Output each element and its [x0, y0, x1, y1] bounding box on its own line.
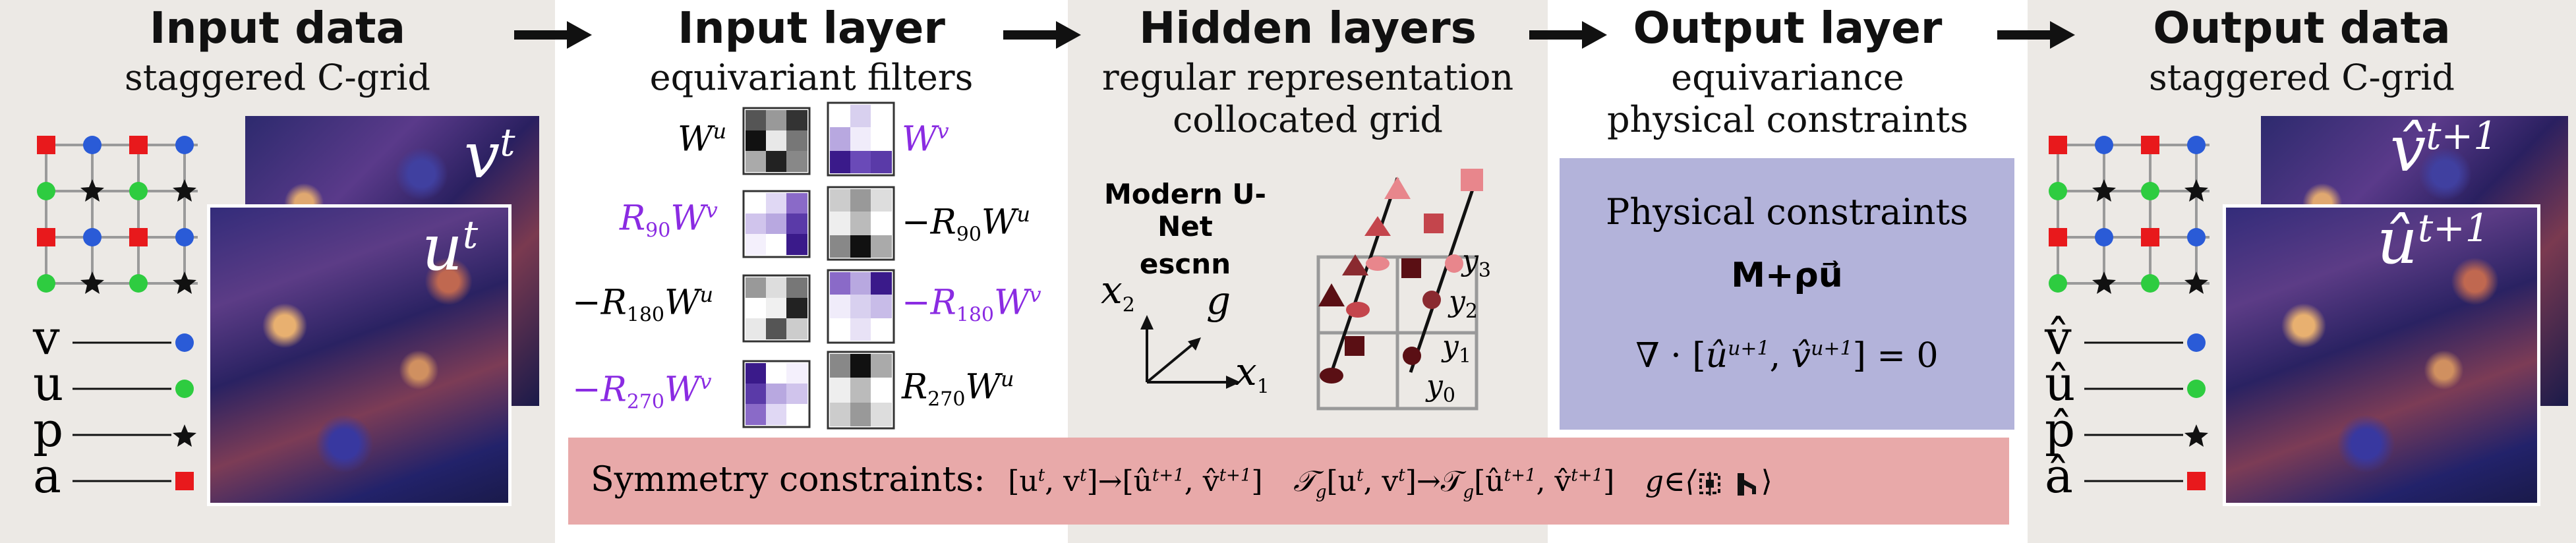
field-u-t-label: ut: [422, 211, 479, 285]
y0-label: y0: [1426, 369, 1455, 407]
hidden-layers-title: Hidden layers: [1139, 3, 1477, 53]
output-layer-title: Output layer: [1633, 3, 1943, 53]
filter-label-neg-r90wu: −R90Wu: [902, 202, 1030, 246]
collocated-grid: [1316, 169, 1483, 411]
filter-neg-r180wu: [742, 274, 811, 343]
filter-label-neg-r270wv: −R270Wv: [572, 369, 712, 414]
field-u-hat-image: [2223, 204, 2540, 506]
output-layer-subtitle-1: equivariance: [1671, 57, 1904, 98]
output-layer-section: Output layer equivariance physical const…: [1548, 0, 2028, 543]
filter-r270wu: [827, 351, 895, 430]
axis-x2-label: x2: [1101, 268, 1135, 317]
axes-diagram: [1140, 315, 1241, 389]
arrow-icon: [1997, 21, 2075, 49]
field-v-hat-label: v̂t+1: [2390, 112, 2498, 186]
symmetry-constraints-text: Symmetry constraints: [ut, vt]→[ût+1, v̂…: [591, 460, 1772, 502]
axis-g-label: g: [1206, 278, 1231, 323]
output-data-section: Output data staggered C-grid v̂t+1 ût+1 …: [2028, 0, 2576, 543]
field-u-hat-label: ût+1: [2377, 204, 2490, 278]
arrow-icon: [514, 21, 592, 49]
hidden-layers-subtitle-1: regular representation: [1101, 57, 1514, 98]
hidden-layers-section: Hidden layers regular representation col…: [1068, 0, 1548, 543]
filter-wu: [742, 107, 811, 175]
reflection-icon: [1732, 471, 1761, 497]
physical-constraints-box: Physical constraints M+ρu⃗ ∇ · [ûu+1, v̂…: [1560, 158, 2014, 430]
input-data-section: Input data staggered C-grid vt ut v u: [0, 0, 555, 543]
filter-label-neg-r180wv: −R180Wv: [902, 282, 1041, 327]
arrow-icon: [1003, 21, 1081, 49]
symmetry-constraints-box: Symmetry constraints: [ut, vt]→[ût+1, v̂…: [568, 438, 2009, 525]
symmetry-expression-1: [ut, vt]→[ût+1, v̂t+1]: [1008, 465, 1263, 498]
filter-r90wv: [742, 190, 811, 258]
field-v-t-label: vt: [464, 119, 515, 192]
y2-label: y2: [1449, 285, 1478, 323]
symmetry-label: Symmetry constraints:: [591, 460, 985, 500]
field-u-t-image: [207, 204, 512, 506]
network-label: Modern U-Net escnn: [1086, 178, 1284, 280]
input-layer-subtitle: equivariant filters: [649, 57, 974, 98]
filter-label-wv: Wv: [902, 119, 949, 159]
symmetry-group: g∈⟨⟩: [1645, 465, 1772, 498]
hidden-layers-subtitle-2: collocated grid: [1173, 99, 1443, 140]
filter-wv: [827, 101, 895, 177]
input-layer-title: Input layer: [678, 3, 945, 53]
rotation-icon: [1697, 471, 1726, 497]
network-line-1: Modern U-Net: [1104, 178, 1266, 243]
y3-label: y3: [1462, 244, 1491, 282]
divergence-equation: ∇ · [ûu+1, v̂u+1] = 0: [1635, 336, 1939, 376]
output-layer-subtitle-2: physical constraints: [1606, 99, 1969, 140]
filter-neg-r90wu: [827, 186, 895, 261]
staggered-c-grid: [2049, 136, 2210, 294]
symmetry-expression-2: 𝒯g[ut, vt]→𝒯g[ût+1, v̂t+1]: [1293, 465, 1615, 502]
staggered-c-grid: [37, 136, 198, 294]
y1-label: y1: [1442, 329, 1471, 368]
filter-label-wu: Wu: [678, 119, 727, 159]
network-line-2: escnn: [1139, 248, 1231, 280]
output-data-title: Output data: [2153, 3, 2451, 53]
filter-neg-r270wv: [742, 360, 811, 428]
input-data-title: Input data: [149, 3, 406, 53]
axis-x1-label: x1: [1235, 349, 1270, 399]
output-data-subtitle: staggered C-grid: [2149, 57, 2455, 98]
filter-label-neg-r180wu: −R180Wu: [572, 282, 714, 327]
filter-label-r90wv: R90Wv: [620, 198, 718, 243]
input-layer-section: Input layer equivariant filters Wu Wv R9…: [555, 0, 1068, 543]
arrow-icon: [1529, 21, 1607, 49]
physical-constraints-title: Physical constraints: [1606, 191, 1968, 233]
input-data-subtitle: staggered C-grid: [125, 57, 430, 98]
filter-neg-r180wv: [827, 269, 895, 344]
mass-momentum-formula: M+ρu⃗: [1731, 256, 1843, 295]
filter-label-r270wu: R270Wu: [902, 366, 1014, 411]
